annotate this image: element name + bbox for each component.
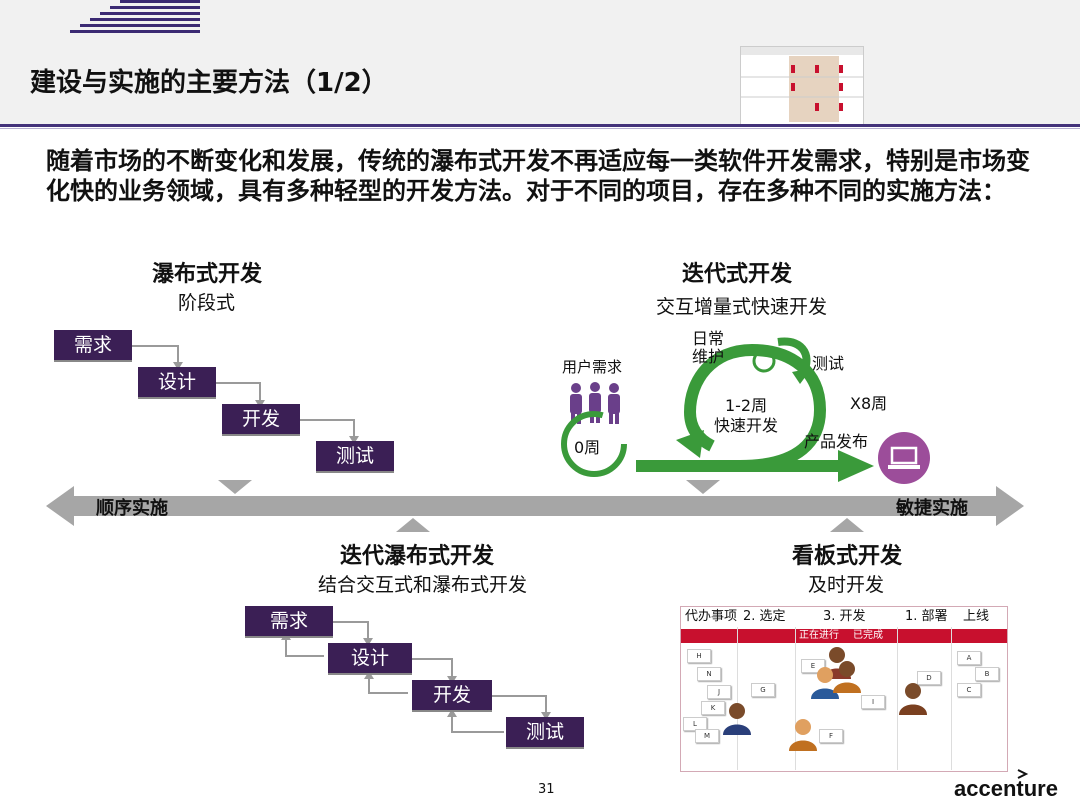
waterfall-title: 瀑布式开发 — [152, 262, 263, 287]
iter-waterfall-subtitle: 结合交互式和瀑布式开发 — [318, 574, 528, 596]
cycle-label: 1-2周 快速开发 — [714, 396, 779, 435]
iter-step-develop: 开发 — [412, 680, 492, 712]
iter-step-design: 设计 — [328, 643, 412, 675]
waterfall-step-design: 设计 — [138, 367, 216, 399]
kanban-col-selected: 2. 选定 — [743, 609, 786, 624]
header-rule — [0, 124, 1080, 127]
waterfall-step-develop: 开发 — [222, 404, 300, 436]
waterfall-step-requirements: 需求 — [54, 330, 132, 362]
waterfall-subtitle: 阶段式 — [178, 292, 236, 314]
kanban-in-progress: 正在进行 — [799, 630, 839, 641]
kanban-people-icons — [723, 647, 927, 751]
kanban-card: N — [697, 667, 721, 681]
kanban-card: A — [957, 651, 981, 665]
waterfall-step-test: 测试 — [316, 441, 394, 473]
axis-left-label: 顺序实施 — [96, 498, 168, 519]
iter-step-requirements: 需求 — [245, 606, 333, 638]
x8-label: X8周 — [850, 394, 888, 413]
kanban-col-deploy: 1. 部署 — [905, 609, 948, 624]
laptop-icon — [878, 432, 930, 484]
logo-chevron-icon — [1017, 769, 1029, 779]
kanban-card: J — [707, 685, 731, 699]
release-label: 产品发布 — [804, 432, 869, 451]
week0-label: 0周 — [574, 438, 601, 457]
kanban-card: M — [695, 729, 719, 743]
page-number: 31 — [538, 782, 555, 797]
iter-waterfall-title: 迭代瀑布式开发 — [340, 544, 495, 569]
test-label: 测试 — [812, 354, 845, 373]
kanban-done: 已完成 — [853, 630, 883, 641]
iter-step-test: 测试 — [506, 717, 584, 749]
kanban-status-bar: 正在进行 已完成 — [681, 629, 1007, 643]
kanban-col-live: 上线 — [963, 609, 990, 624]
kanban-card: C — [957, 683, 981, 697]
kanban-card: D — [917, 671, 941, 685]
kanban-col-develop: 3. 开发 — [823, 609, 866, 624]
table-thumbnail — [740, 46, 864, 126]
kanban-subtitle: 及时开发 — [808, 574, 885, 596]
kanban-card: K — [701, 701, 725, 715]
maintenance-label: 日常 维护 — [692, 329, 725, 366]
header-rule-thin — [0, 128, 1080, 129]
page-title: 建设与实施的主要方法（1/2） — [30, 68, 388, 98]
kanban-card: I — [861, 695, 885, 709]
kanban-card: B — [975, 667, 999, 681]
axis-right-label: 敏捷实施 — [896, 498, 968, 519]
kanban-card: F — [819, 729, 843, 743]
kanban-col-backlog: 代办事项 — [685, 609, 738, 624]
accenture-logo: accenture — [954, 776, 1058, 801]
kanban-card: E — [801, 659, 825, 673]
user-need-label: 用户需求 — [562, 358, 623, 376]
intro-paragraph: 随着市场的不断变化和发展，传统的瀑布式开发不再适应每一类软件开发需求，特别是市场… — [46, 147, 1030, 205]
iterative-subtitle: 交互增量式快速开发 — [656, 296, 828, 318]
kanban-board: 代办事项 2. 选定 3. 开发 1. 部署 上线 正在进行 已完成 H N J… — [680, 606, 1008, 772]
kanban-title: 看板式开发 — [792, 544, 903, 569]
header-stripes — [70, 0, 200, 33]
kanban-card: H — [687, 649, 711, 663]
iterative-title: 迭代式开发 — [682, 262, 793, 287]
kanban-card: G — [751, 683, 775, 697]
